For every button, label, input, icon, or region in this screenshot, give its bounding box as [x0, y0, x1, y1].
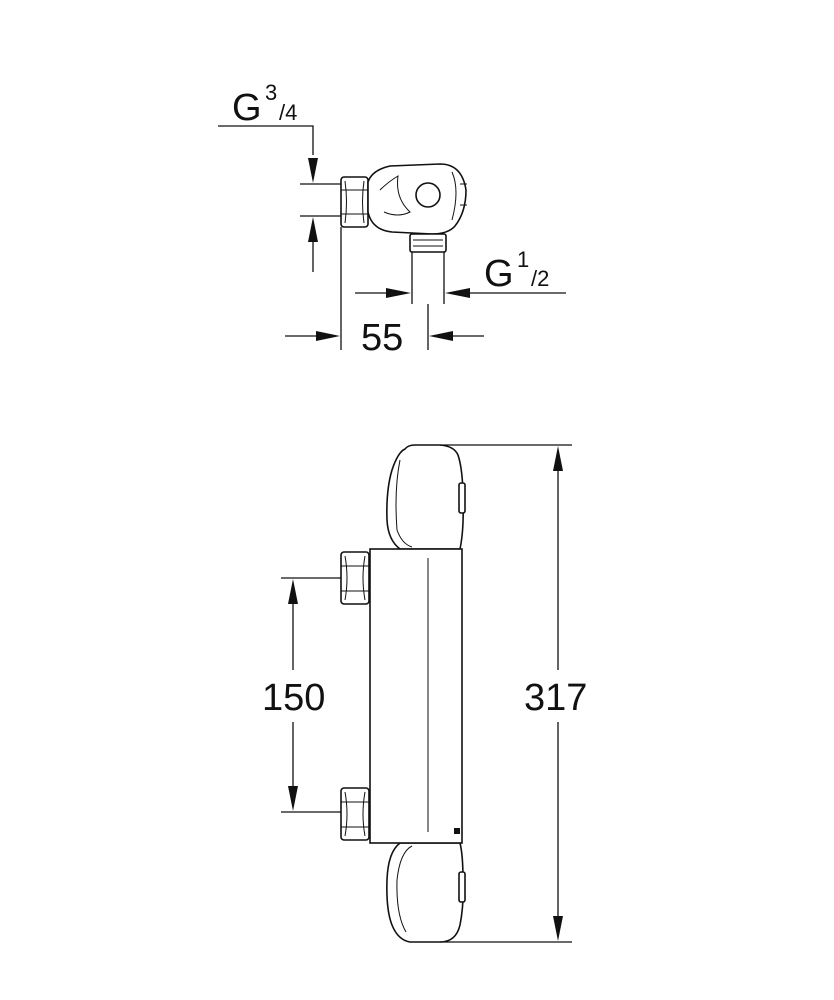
lower-inlet-nut	[340, 787, 370, 841]
center-distance-label: 150	[262, 677, 325, 719]
inlet-thread-prefix: G	[232, 87, 262, 129]
inlet-nut-top-view	[340, 176, 369, 228]
inlet-thread-denominator: /4	[279, 100, 297, 125]
depth-arrow-left	[429, 331, 453, 341]
top-view: G 3 /4	[218, 80, 566, 359]
outlet-thread-prefix: G	[484, 253, 514, 295]
inlet-leader-line	[218, 125, 314, 155]
body-top-view	[367, 163, 467, 235]
inlet-arrow-up	[308, 217, 318, 242]
outlet-thread-label: G 1 /2	[484, 247, 549, 295]
length-arrow-down	[553, 916, 563, 941]
length-label: 317	[524, 677, 587, 719]
inlet-thread-numerator: 3	[265, 80, 277, 105]
inlet-arrow-down	[308, 158, 318, 183]
center-arrow-up	[288, 579, 298, 604]
outlet-thread-numerator: 1	[517, 247, 529, 272]
thermostat-body	[369, 548, 463, 844]
upper-inlet-nut	[340, 551, 370, 605]
bottom-handle	[386, 842, 466, 943]
outlet-fitting-top-view	[409, 233, 447, 253]
depth-dimension-label: 55	[361, 317, 403, 359]
outlet-arrow-left	[445, 288, 470, 298]
top-handle	[386, 444, 466, 550]
center-arrow-down	[288, 786, 298, 811]
outlet-arrow-right	[386, 288, 411, 298]
status-mark	[454, 828, 460, 834]
length-arrow-up	[553, 446, 563, 471]
outlet-thread-denominator: /2	[531, 266, 549, 291]
inlet-thread-label: G 3 /4	[232, 80, 297, 129]
depth-arrow-right	[316, 331, 340, 341]
front-view: 150 317	[262, 444, 587, 943]
